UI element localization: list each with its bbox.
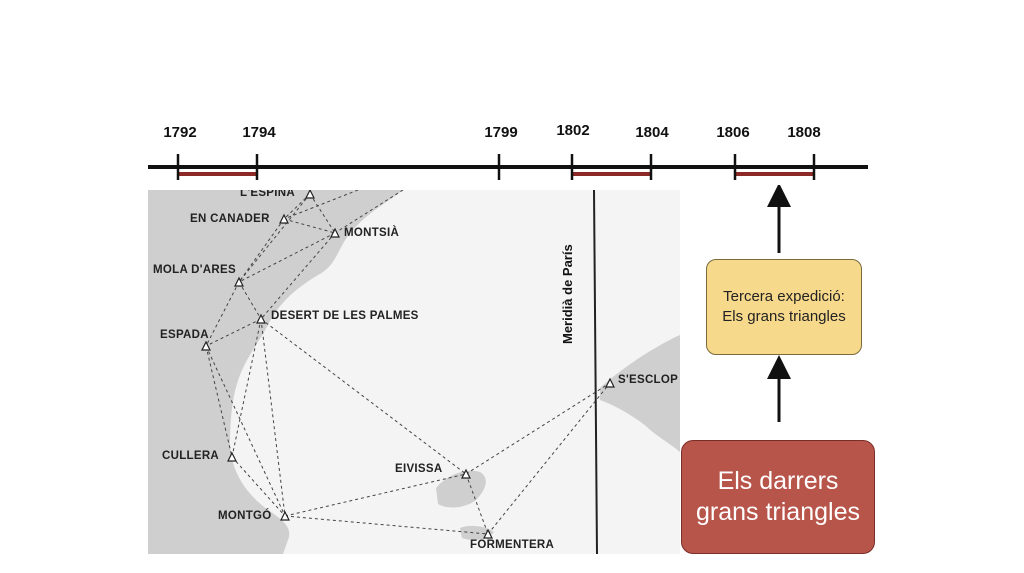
year-label-1808: 1808: [787, 124, 821, 141]
place-label-esclop: S'ESCLOP: [618, 374, 679, 386]
mainland: [148, 190, 403, 554]
place-label-mola: MOLA D'ARES: [153, 264, 236, 276]
year-label-1794: 1794: [242, 124, 276, 141]
timeline: [148, 154, 868, 180]
main-box-text: Els darrers grans triangles: [696, 467, 860, 526]
third-expedition-callout: Tercera expedició: Els grans triangles: [706, 259, 862, 355]
year-label-1804: 1804: [635, 124, 669, 141]
place-label-formentera: FORMENTERA: [470, 539, 555, 551]
year-label-1806: 1806: [716, 124, 750, 141]
callout-text: Tercera expedició: Els grans triangles: [722, 288, 846, 325]
place-label-cullera: CULLERA: [162, 450, 220, 462]
year-label-1802: 1802: [556, 122, 590, 139]
final-triangles-box: Els darrers grans triangles: [681, 440, 875, 554]
ibiza-island: [436, 470, 486, 508]
meridian-label: Meridià de París: [560, 244, 575, 344]
place-label-espada: ESPADA: [160, 329, 209, 341]
mallorca-island: [600, 335, 680, 452]
place-label-montgo: MONTGÓ: [218, 510, 272, 522]
place-label-espina: L'ESPINA: [240, 190, 295, 199]
station-markers: [201, 190, 615, 539]
place-label-canader: EN CANADER: [190, 213, 270, 225]
place-label-desert: DESERT DE LES PALMES: [271, 310, 419, 322]
triangulation-lines: [205, 190, 611, 535]
triangulation-map: L'ESPINA EN CANADER MONTSIÀ MOLA D'ARES …: [148, 190, 680, 554]
map-drawing: [148, 190, 680, 554]
place-label-eivissa: EIVISSA: [395, 463, 443, 475]
place-label-montsia: MONTSIÀ: [344, 227, 400, 239]
year-label-1792: 1792: [163, 124, 197, 141]
year-label-1799: 1799: [484, 124, 518, 141]
paris-meridian-line: [593, 190, 598, 554]
arrows: [767, 185, 791, 422]
